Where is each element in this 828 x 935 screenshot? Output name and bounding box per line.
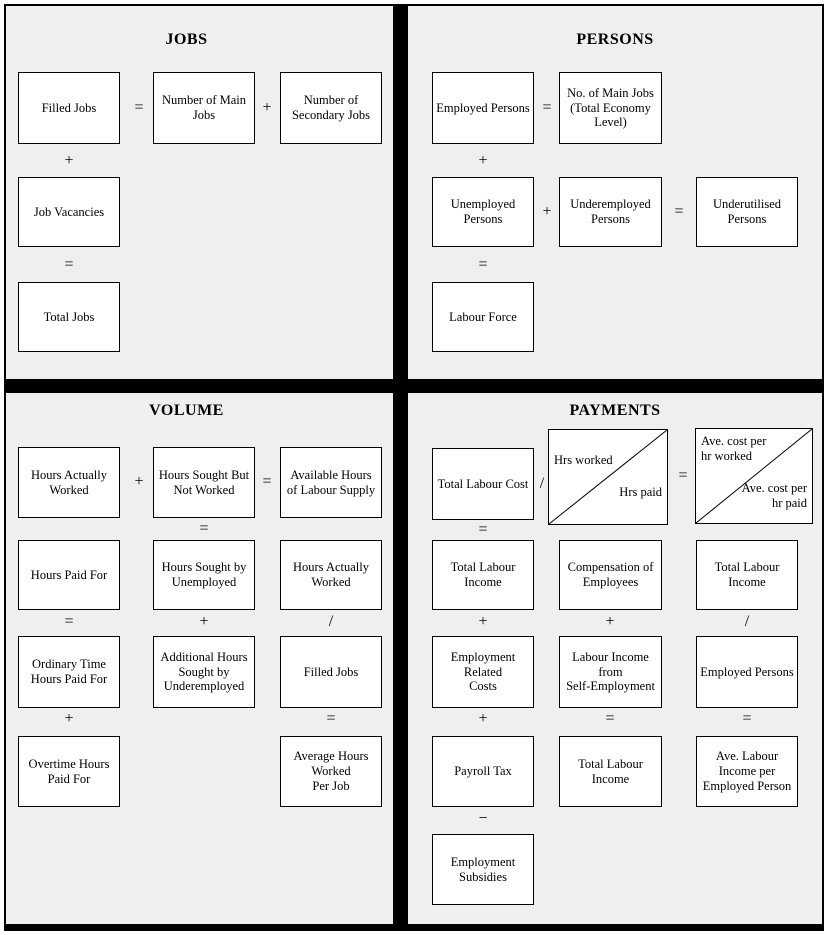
box-job-vacancies: Job Vacancies — [18, 177, 120, 247]
box-hrs-worked-hrs-paid: Hrs worked Hrs paid — [548, 429, 668, 525]
quadrant-payments: PAYMENTS Total Labour Cost / Hrs worked … — [408, 393, 822, 925]
operator-divide: / — [744, 613, 750, 630]
operator-equals: = — [478, 256, 488, 273]
operator-plus: + — [199, 613, 209, 630]
box-total-labour-income-1: Total Labour Income — [432, 540, 534, 610]
box-underutilised-persons: Underutilised Persons — [696, 177, 798, 247]
operator-equals: = — [605, 710, 615, 727]
box-number-of-secondary-jobs: Number of Secondary Jobs — [280, 72, 382, 144]
quadrant-title-jobs: JOBS — [165, 31, 208, 48]
diagonal-line — [696, 429, 812, 523]
box-total-jobs: Total Jobs — [18, 282, 120, 352]
quadrant-jobs: JOBS Filled Jobs = Number of Main Jobs +… — [6, 6, 393, 379]
box-employed-persons: Employed Persons — [432, 72, 534, 144]
operator-plus: + — [64, 710, 74, 727]
operator-equals: = — [134, 99, 144, 116]
quadrant-title-volume: VOLUME — [149, 402, 224, 419]
operator-plus: + — [605, 613, 615, 630]
quadrant-title-persons: PERSONS — [576, 31, 654, 48]
operator-equals: = — [678, 467, 688, 484]
diag-label-ave-cost-per-hr-worked: Ave. cost per hr worked — [701, 434, 767, 463]
quadrant-volume: VOLUME Hours Actually Worked + Hours Sou… — [6, 393, 393, 925]
box-labour-force: Labour Force — [432, 282, 534, 352]
box-hours-actually-worked-2: Hours Actually Worked — [280, 540, 382, 610]
box-compensation-of-employees: Compensation of Employees — [559, 540, 662, 610]
box-employment-subsidies: Employment Subsidies — [432, 834, 534, 905]
operator-divide: / — [328, 613, 334, 630]
operator-plus: + — [542, 203, 552, 220]
box-ave-labour-income-per-employed-person: Ave. Labour Income per Employed Person — [696, 736, 798, 807]
box-underemployed-persons: Underemployed Persons — [559, 177, 662, 247]
operator-plus: + — [262, 99, 272, 116]
diag-label-hrs-worked: Hrs worked — [554, 453, 613, 467]
box-filled-jobs-volume: Filled Jobs — [280, 636, 382, 708]
box-total-labour-cost: Total Labour Cost — [432, 448, 534, 520]
operator-equals: = — [64, 256, 74, 273]
horizontal-divider — [6, 379, 822, 393]
operator-equals: = — [64, 613, 74, 630]
operator-equals: = — [542, 99, 552, 116]
box-unemployed-persons: Unemployed Persons — [432, 177, 534, 247]
quadrant-persons: PERSONS Employed Persons = No. of Main J… — [408, 6, 822, 379]
operator-equals: = — [262, 473, 272, 490]
box-no-of-main-jobs: No. of Main Jobs (Total Economy Level) — [559, 72, 662, 144]
box-average-hours-worked-per-job: Average Hours Worked Per Job — [280, 736, 382, 807]
operator-plus: + — [478, 152, 488, 169]
operator-minus: − — [478, 810, 488, 827]
outer-frame — [4, 4, 824, 931]
diagonal-line — [549, 430, 667, 524]
box-hours-sought-but-not-worked: Hours Sought But Not Worked — [153, 447, 255, 518]
quadrant-title-payments: PAYMENTS — [569, 402, 661, 419]
box-payroll-tax: Payroll Tax — [432, 736, 534, 807]
box-filled-jobs: Filled Jobs — [18, 72, 120, 144]
box-hours-sought-by-unemployed: Hours Sought by Unemployed — [153, 540, 255, 610]
box-ordinary-time-hours-paid-for: Ordinary Time Hours Paid For — [18, 636, 120, 708]
operator-plus: + — [478, 710, 488, 727]
box-hours-actually-worked: Hours Actually Worked — [18, 447, 120, 518]
vertical-divider — [393, 6, 408, 925]
diag-label-hrs-paid: Hrs paid — [619, 485, 662, 499]
operator-equals: = — [478, 521, 488, 538]
box-employed-persons-payments: Employed Persons — [696, 636, 798, 708]
box-total-labour-income-2: Total Labour Income — [696, 540, 798, 610]
operator-equals: = — [674, 203, 684, 220]
box-labour-income-from-self-employment: Labour Income from Self-Employment — [559, 636, 662, 708]
operator-equals: = — [326, 710, 336, 727]
operator-equals: = — [199, 520, 209, 537]
operator-plus: + — [64, 152, 74, 169]
box-additional-hours-sought-by-underemployed: Additional Hours Sought by Underemployed — [153, 636, 255, 708]
box-overtime-hours-paid-for: Overtime Hours Paid For — [18, 736, 120, 807]
operator-plus: + — [134, 473, 144, 490]
diag-label-ave-cost-per-hr-paid: Ave. cost per hr paid — [741, 481, 807, 510]
box-employment-related-costs: Employment Related Costs — [432, 636, 534, 708]
operator-divide: / — [539, 475, 545, 492]
box-hours-paid-for: Hours Paid For — [18, 540, 120, 610]
box-ave-cost-per-hr: Ave. cost per hr worked Ave. cost per hr… — [695, 428, 813, 524]
box-available-hours-of-labour-supply: Available Hours of Labour Supply — [280, 447, 382, 518]
operator-plus: + — [478, 613, 488, 630]
box-number-of-main-jobs: Number of Main Jobs — [153, 72, 255, 144]
operator-equals: = — [742, 710, 752, 727]
box-total-labour-income-3: Total Labour Income — [559, 736, 662, 807]
